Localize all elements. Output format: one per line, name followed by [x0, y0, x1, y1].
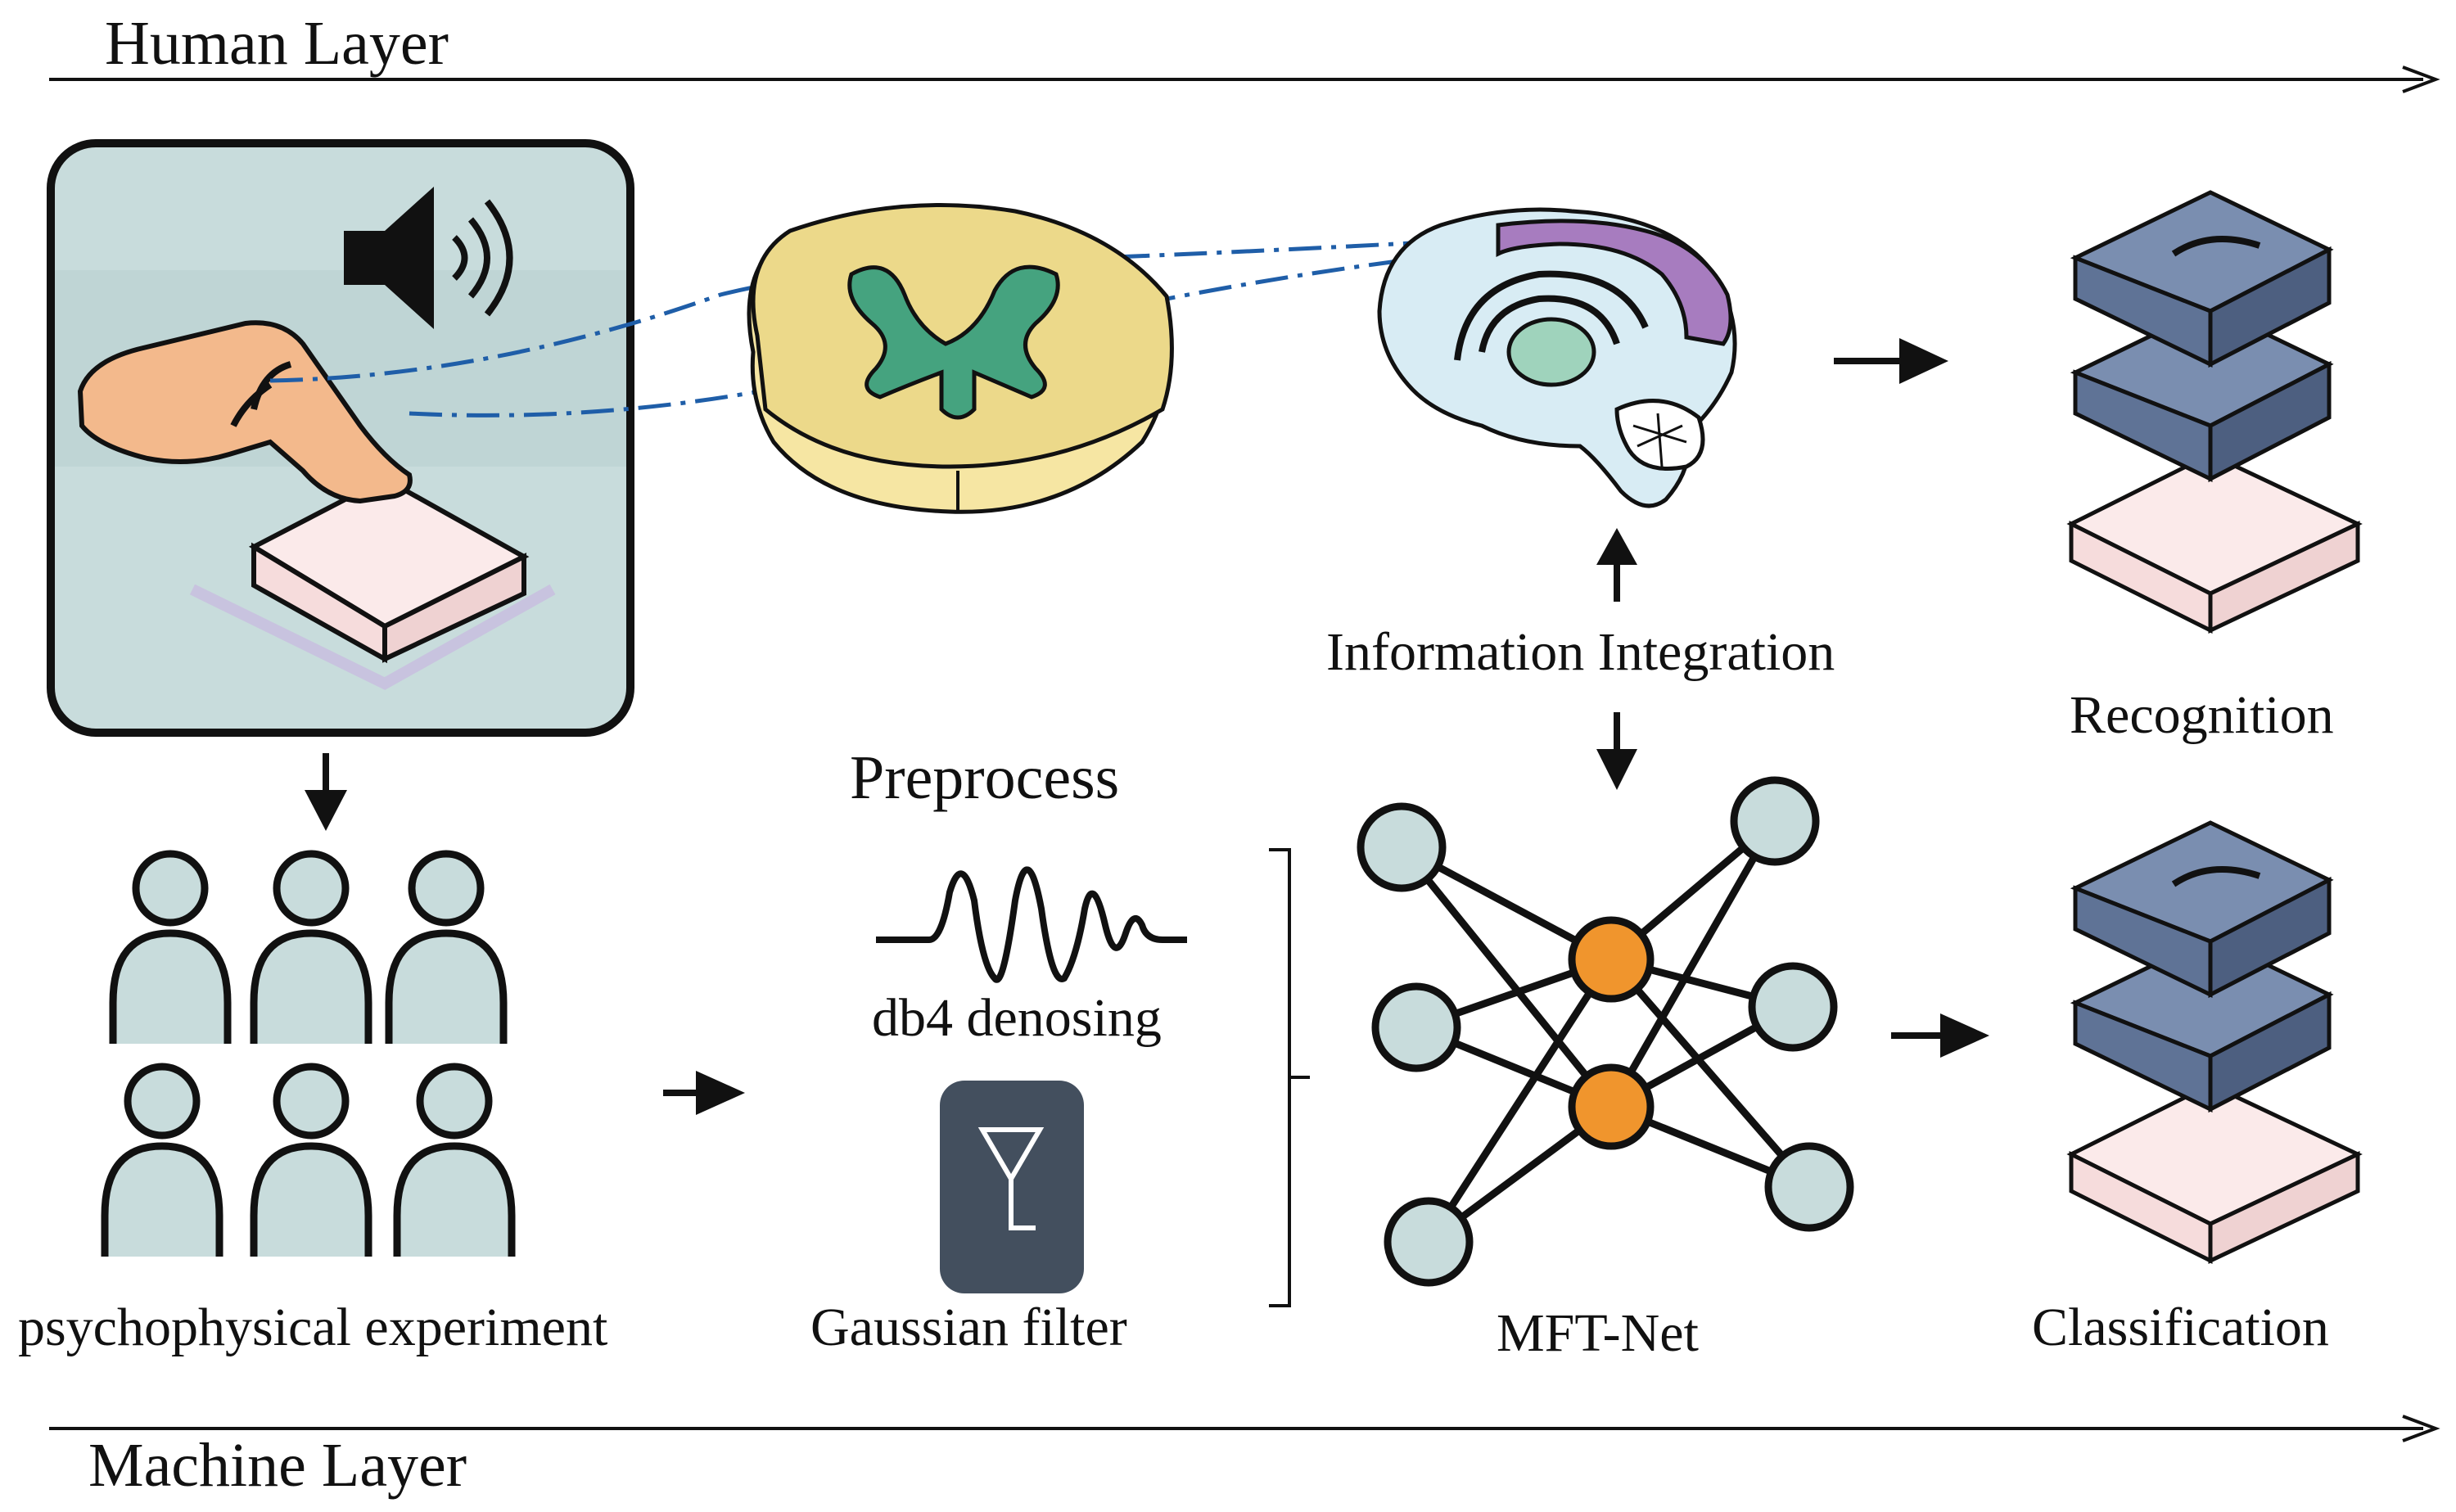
classification-label: Classification	[2032, 1298, 2329, 1357]
arrow-to-recognition	[1834, 338, 1948, 384]
output-node	[1730, 776, 1820, 866]
input-node	[1384, 1197, 1474, 1287]
classification-stack	[2066, 820, 2363, 1265]
recognition-label: Recognition	[2070, 685, 2334, 745]
stimulus-panel	[47, 139, 634, 737]
person-icon	[385, 850, 508, 1044]
arrow-to-classification	[1891, 1013, 1989, 1058]
machine-layer-axis	[49, 1415, 2440, 1442]
info-integration-label: Information Integration	[1326, 622, 1835, 682]
db4-label: db4 denosing	[872, 988, 1162, 1048]
preprocess-label: Preprocess	[850, 743, 1119, 812]
psychophysical-label: psychophysical experiment	[18, 1298, 607, 1357]
gaussian-label: Gaussian filter	[810, 1298, 1127, 1357]
filter-icon	[940, 1081, 1084, 1293]
spinal-cord-icon	[747, 202, 1174, 514]
person-icon	[250, 1063, 372, 1257]
preprocess-bracket	[1269, 848, 1310, 1307]
person-icon	[250, 850, 372, 1044]
recognition-stack	[2066, 190, 2363, 634]
output-node	[1748, 962, 1838, 1052]
person-icon	[101, 1063, 223, 1257]
speaker-icon	[344, 187, 513, 329]
participants-group	[101, 850, 516, 1257]
human-layer-label: Human Layer	[105, 9, 449, 78]
input-node	[1357, 802, 1447, 892]
pressure-plate	[189, 476, 556, 690]
brain-icon	[1377, 207, 1737, 508]
input-node	[1371, 982, 1461, 1072]
layer-stack-icon	[2066, 190, 2363, 634]
finger-press-icon	[77, 320, 413, 504]
wavelet-icon	[876, 866, 1187, 983]
mftnet-label: MFT-Net	[1497, 1303, 1699, 1363]
machine-layer-label: Machine Layer	[88, 1431, 467, 1500]
layer-stack-icon	[2066, 820, 2363, 1265]
output-node	[1764, 1142, 1854, 1232]
person-icon	[393, 1063, 516, 1257]
arrow-to-participants	[305, 753, 347, 831]
hidden-node	[1568, 916, 1655, 1003]
person-icon	[109, 850, 232, 1044]
human-layer-axis	[49, 65, 2440, 93]
hidden-node	[1568, 1063, 1655, 1150]
arrow-to-preprocess	[663, 1071, 745, 1115]
neural-network-icon	[1357, 776, 1854, 1287]
